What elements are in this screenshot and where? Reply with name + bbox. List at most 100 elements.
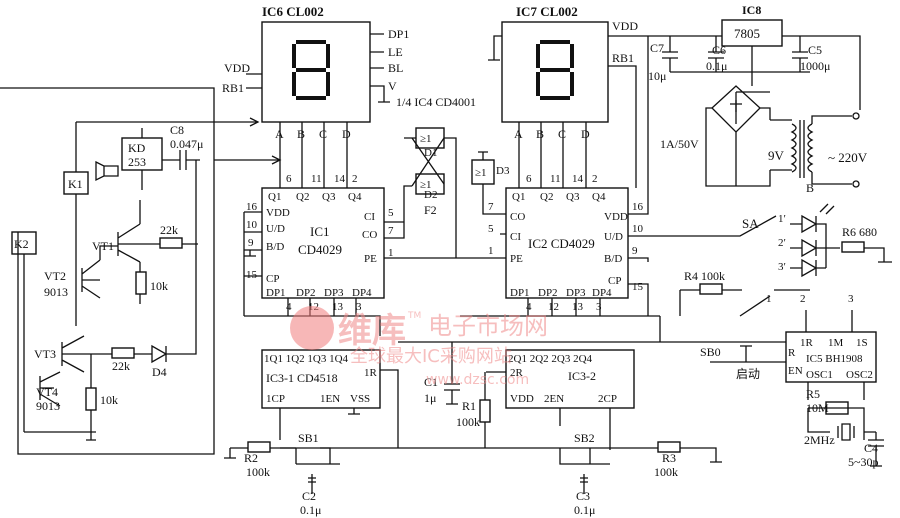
ic2-dp2: DP2	[538, 287, 558, 299]
ic2-cd4029: IC2 CD4029 Q1 Q2 Q3 Q4 CO CI PE VDD U/D …	[460, 36, 666, 317]
ic2-q2: Q2	[540, 191, 553, 203]
sa-pos2: 2′	[778, 237, 786, 249]
c7-value: 10μ	[648, 69, 666, 83]
ic1-label: IC1	[310, 224, 330, 239]
ic1-cd4029: IC1 CD4029 Q1 Q2 Q3 Q4 VDD U/D B/D CP CI…	[243, 173, 500, 336]
r3-value: 100k	[654, 465, 678, 479]
c7-label: C7	[650, 41, 664, 55]
ic2-pin6: 6	[526, 173, 532, 185]
ic3-1-1cp: 1CP	[266, 393, 285, 405]
kd-part: 253	[128, 155, 146, 169]
ic1-pin2: 2	[352, 173, 358, 185]
ic5-1s: 1S	[856, 337, 868, 349]
ic2-pin1: 1	[488, 245, 494, 257]
ic1-dp3: DP3	[324, 287, 344, 299]
ic5-osc2: OSC2	[846, 369, 873, 381]
r10k-a: 10k	[150, 279, 168, 293]
ic5-bh1908: 1R 1M 1S R IC5 BH1908 EN OSC1 OSC2 R5 10…	[640, 316, 884, 469]
ic1-pin7: 7	[388, 225, 394, 237]
r22k-b: 22k	[112, 359, 130, 373]
c6-value: 0.1μ	[706, 59, 727, 73]
ic3-2-2en: 2EN	[544, 393, 564, 405]
sa2-pos3: 3	[848, 293, 854, 305]
sa-label: SA	[742, 216, 759, 231]
ic5-1m: 1M	[828, 337, 844, 349]
vt3-label: VT3	[34, 347, 56, 361]
ic3-1-vss: VSS	[350, 393, 370, 405]
d3-symbol: ≥1	[475, 167, 487, 179]
ic1-pe: PE	[364, 253, 377, 265]
speaker-icon	[95, 160, 119, 182]
watermark-slogan: 全球最大IC采购网站	[350, 346, 512, 367]
ic1-pin14: 14	[334, 173, 346, 185]
ic2-pin13: 13	[572, 301, 584, 313]
d2-symbol: ≥1	[420, 179, 432, 191]
ic1-vdd: VDD	[266, 207, 290, 219]
ic2-dp1: DP1	[510, 287, 530, 299]
f2-label: F2	[424, 203, 437, 217]
ic6-dp1: DP1	[388, 27, 409, 41]
power-supply: IC8 7805 C7 10μ C6 0.1μ C5 1000μ 1A/50V …	[648, 3, 868, 195]
ic1-ci: CI	[364, 211, 375, 223]
transformer-b: B	[806, 181, 814, 195]
ic1-dp4: DP4	[352, 287, 372, 299]
ic1-type: CD4029	[298, 242, 342, 257]
ic6-pin-b: B	[297, 127, 305, 141]
ic1-pin13: 13	[332, 301, 344, 313]
ic2-label: IC2 CD4029	[528, 236, 595, 251]
ic2-pin2: 2	[592, 173, 598, 185]
ic5-r: R	[788, 347, 796, 359]
ic4-label: 1/4 IC4 CD4001	[396, 95, 476, 109]
ic6-label: IC6 CL002	[262, 4, 324, 19]
ic1-q3: Q3	[322, 191, 336, 203]
r3-label: R3	[662, 451, 676, 465]
sb0-start-label: 启动	[736, 367, 760, 381]
watermark-site: 电子市场网	[428, 312, 548, 340]
ic2-vdd: VDD	[604, 211, 628, 223]
c8-label: C8	[170, 123, 184, 137]
d4-label: D4	[152, 365, 167, 379]
ic1-q2: Q2	[296, 191, 309, 203]
ic1-q1: Q1	[268, 191, 281, 203]
ic1-pin4: 4	[286, 301, 292, 313]
ic2-q1: Q1	[512, 191, 525, 203]
ic2-ud: U/D	[604, 231, 623, 243]
watermark-url: www.dzsc.com	[426, 372, 529, 388]
ic3-2-vdd: VDD	[510, 393, 534, 405]
vt2-label: VT2	[44, 269, 66, 283]
ic2-pin9: 9	[632, 245, 638, 257]
watermark-tm: TM	[407, 311, 421, 321]
k1-relay: K1	[68, 177, 83, 191]
sa-pos1: 1′	[778, 213, 786, 225]
sb1-reset: R2 100k SB1 C2 0.1μ	[224, 431, 520, 517]
ic2-pin16: 16	[632, 201, 644, 213]
ic2-ci: CI	[510, 231, 521, 243]
c2-label: C2	[302, 489, 316, 503]
ic3-1-1en: 1EN	[320, 393, 340, 405]
sb0-label: SB0	[700, 345, 721, 359]
ic2-pe: PE	[510, 253, 523, 265]
ic6-vdd: VDD	[224, 61, 250, 75]
ic3-1-1r: 1R	[364, 367, 378, 379]
ic3-2-2cp: 2CP	[598, 393, 617, 405]
r1-label: R1	[462, 399, 476, 413]
ic1-dp1: DP1	[266, 287, 286, 299]
ic1-pin15: 15	[246, 269, 258, 281]
c1-value: 1μ	[424, 391, 436, 405]
mode-switch: SA 1′ 2′ 3′ R6 680 1 2 3 R4 100k	[666, 203, 892, 332]
ic2-bd: B/D	[604, 253, 622, 265]
watermark-logo-text: 维库	[338, 311, 406, 351]
mains-220v: ~ 220V	[828, 150, 868, 165]
ic5-en: EN	[788, 365, 803, 377]
sa2-pos1: 1	[766, 293, 772, 305]
crystal-2mhz: 2MHz	[804, 433, 835, 447]
driver-section: KD 253 C8 0.047μ K1 VT1 22k 10k VT2 9013…	[0, 87, 282, 455]
ic2-pin15: 15	[632, 281, 644, 293]
ic2-pin5: 5	[488, 223, 494, 235]
ic1-ud: U/D	[266, 223, 285, 235]
r22k-a: 22k	[160, 223, 178, 237]
c4-value: 5~30p	[848, 455, 879, 469]
ic1-co: CO	[362, 229, 377, 241]
r6-label: R6 680	[842, 225, 877, 239]
